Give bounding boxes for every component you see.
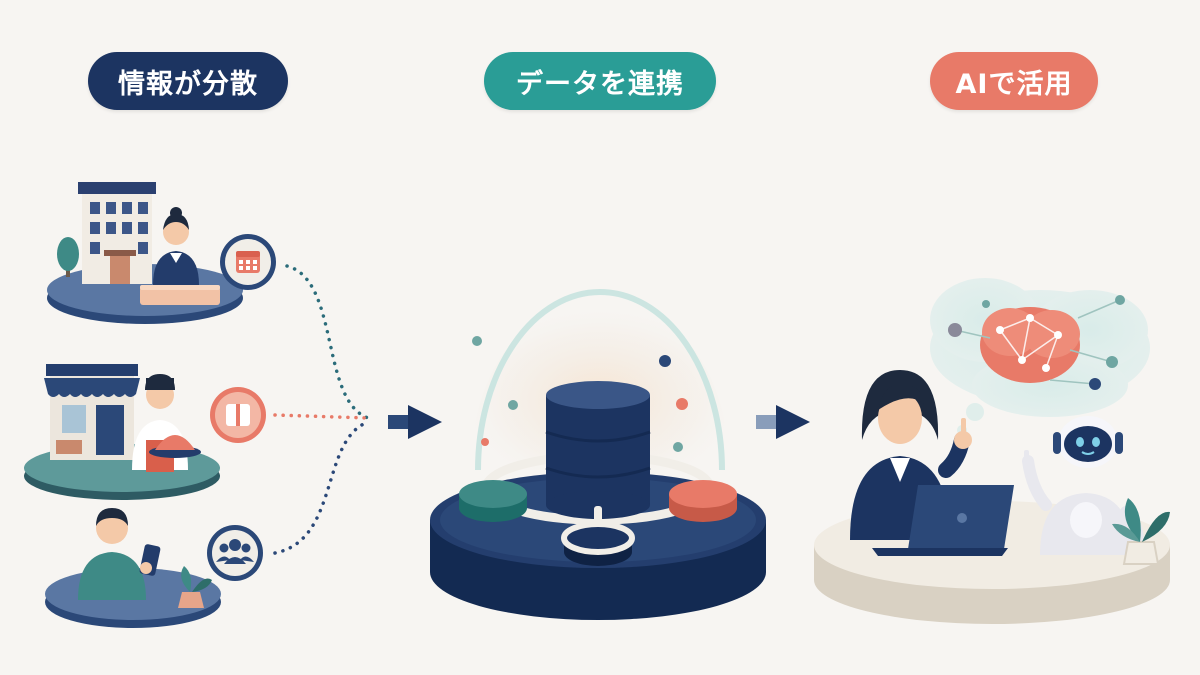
arrow-right-icon <box>756 405 810 439</box>
ai-usage-scene <box>814 278 1170 624</box>
calendar-icon <box>220 234 276 290</box>
plant-icon <box>178 566 212 608</box>
database-icon <box>545 381 651 519</box>
source-shop <box>24 364 266 500</box>
plant-icon <box>1112 498 1170 565</box>
node-teal <box>459 480 527 522</box>
group-icon <box>207 525 263 581</box>
header-ai-use: AIで活用 <box>930 52 1098 110</box>
phone-user-figure <box>78 508 161 600</box>
source-person <box>45 508 263 628</box>
header-connect: データを連携 <box>484 52 716 110</box>
package-icon <box>210 387 266 443</box>
shop-icon <box>44 364 140 460</box>
brain-network-icon <box>948 295 1125 390</box>
data-hub <box>430 289 766 620</box>
node-navy <box>561 506 635 566</box>
header-scattered: 情報が分散 <box>88 52 288 110</box>
arrow-right-icon <box>388 405 442 439</box>
receptionist-figure <box>153 207 199 285</box>
office-building-icon <box>78 182 156 284</box>
source-office <box>47 182 276 324</box>
source-connectors <box>273 264 370 555</box>
laptop-icon <box>872 485 1014 556</box>
node-coral <box>669 480 737 522</box>
